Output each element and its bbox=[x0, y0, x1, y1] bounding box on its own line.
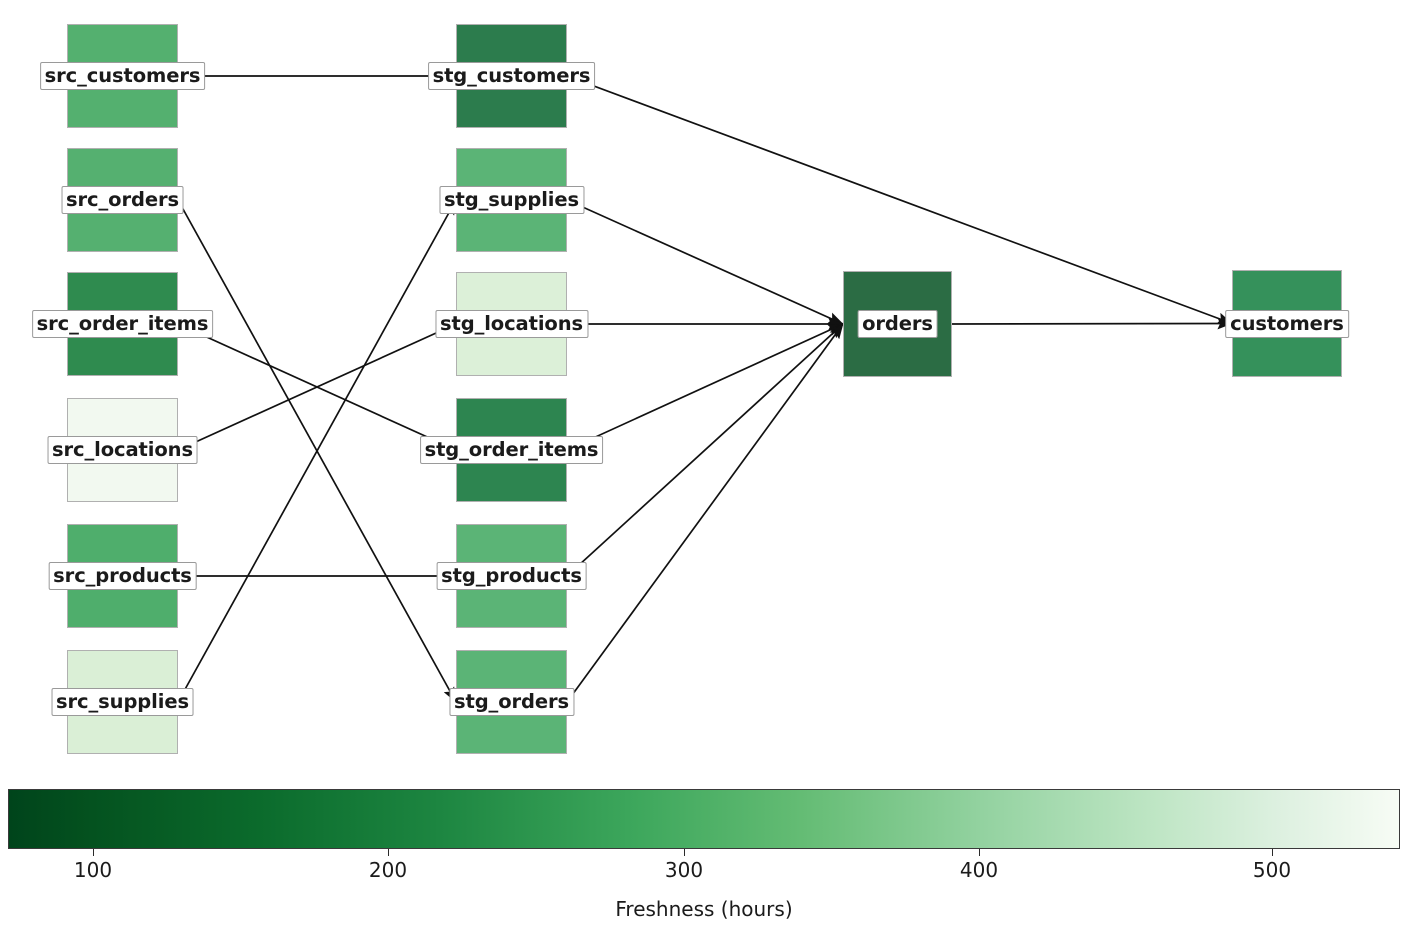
node-label-src_supplies: src_supplies bbox=[51, 688, 194, 716]
node-label-src_orders: src_orders bbox=[61, 186, 184, 214]
edge-orders-to-customers bbox=[951, 317, 1233, 330]
colorbar-tick-400 bbox=[979, 849, 980, 856]
colorbar-tick-100 bbox=[93, 849, 94, 856]
node-label-src_products: src_products bbox=[48, 562, 197, 590]
node-label-stg_customers: stg_customers bbox=[427, 62, 596, 90]
node-label-orders: orders bbox=[857, 310, 938, 338]
node-label-stg_locations: stg_locations bbox=[434, 310, 589, 338]
edge-stg_supplies-to-orders bbox=[566, 199, 844, 325]
colorbar-axis-label: Freshness (hours) bbox=[615, 897, 793, 921]
node-label-stg_orders: stg_orders bbox=[448, 688, 575, 716]
node-label-stg_order_items: stg_order_items bbox=[419, 436, 604, 464]
edge-src_orders-to-stg_orders bbox=[177, 199, 457, 703]
colorbar-gradient bbox=[8, 789, 1400, 849]
edge-stg_order_items-to-orders bbox=[566, 323, 844, 451]
colorbar-ticklabel-500: 500 bbox=[1252, 858, 1292, 882]
colorbar-tick-300 bbox=[684, 849, 685, 856]
edge-src_locations-to-stg_locations bbox=[177, 323, 457, 451]
edge-stg_orders-to-orders bbox=[566, 323, 844, 703]
colorbar-ticklabel-100: 100 bbox=[73, 858, 113, 882]
edge-src_supplies-to-stg_supplies bbox=[177, 199, 457, 703]
node-label-stg_supplies: stg_supplies bbox=[438, 186, 585, 214]
colorbar-ticklabel-200: 200 bbox=[368, 858, 408, 882]
freshness-colorbar[interactable]: 100 200 300 400 500 bbox=[8, 789, 1400, 882]
node-label-src_locations: src_locations bbox=[47, 436, 198, 464]
colorbar-ticklabel-300: 300 bbox=[664, 858, 704, 882]
edge-stg_products-to-orders bbox=[566, 323, 844, 577]
node-label-src_order_items: src_order_items bbox=[31, 310, 214, 338]
colorbar-ticklabel-400: 400 bbox=[959, 858, 999, 882]
node-label-stg_products: stg_products bbox=[436, 562, 587, 590]
edge-src_order_items-to-stg_order_items bbox=[177, 323, 457, 451]
colorbar-tick-200 bbox=[388, 849, 389, 856]
node-label-src_customers: src_customers bbox=[39, 62, 206, 90]
node-label-customers: customers bbox=[1225, 309, 1349, 338]
colorbar-tick-500 bbox=[1272, 849, 1273, 856]
